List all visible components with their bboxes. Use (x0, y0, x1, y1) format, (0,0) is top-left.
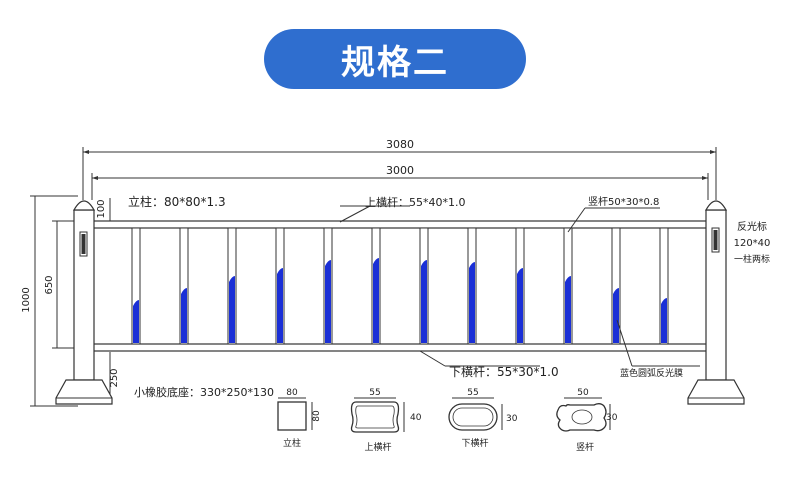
label-vertical-bar: 竖杆50*30*0.8 (588, 196, 659, 208)
reflective-film (373, 258, 379, 343)
vertical-bar (179, 227, 189, 345)
reflective-film (517, 268, 523, 343)
reflective-film (277, 268, 283, 343)
top-rail (89, 220, 711, 229)
page-title: 规格二 (341, 42, 449, 83)
section-vertical-bar: 50 30 竖杆 (556, 388, 618, 453)
dim-panel-length: 3000 (386, 164, 414, 177)
left-post (55, 200, 113, 405)
section-post: 80 80 立柱 (277, 388, 322, 449)
section-vertical-bar-width: 50 (577, 388, 589, 398)
label-reflector-3: 一柱两标 (734, 253, 770, 265)
section-top-rail-height: 40 (410, 413, 422, 423)
section-top-rail-name: 上横杆 (364, 441, 391, 453)
leader-lines (339, 205, 700, 367)
section-bottom-rail: 55 30 下横杆 (448, 388, 518, 449)
label-reflector-1: 反光标 (737, 220, 767, 233)
section-top-rail: 55 40 上横杆 (350, 388, 422, 453)
reflective-film (613, 288, 619, 343)
reflective-film (469, 262, 475, 343)
bottom-rail (89, 343, 711, 352)
vertical-bar (659, 227, 669, 345)
section-vertical-bar-name: 竖杆 (576, 441, 594, 453)
label-post: 立柱：80*80*1.3 (128, 194, 226, 209)
vertical-bar (611, 227, 621, 345)
reflective-film (661, 298, 667, 343)
section-post-width: 80 (286, 388, 298, 398)
label-bottom-rail: 下横杆：55*30*1.0 (449, 365, 559, 379)
section-post-height: 80 (312, 410, 322, 422)
dim-panel-height: 650 (44, 275, 55, 294)
reflective-film (181, 288, 187, 343)
section-bottom-rail-name: 下横杆 (461, 437, 488, 449)
section-bottom-rail-width: 55 (467, 388, 478, 398)
right-post (687, 200, 745, 405)
dim-top-gap: 100 (96, 199, 107, 218)
dim-total-height: 1000 (21, 287, 32, 312)
section-post-name: 立柱 (283, 437, 301, 449)
label-top-rail: 上横杆：55*40*1.0 (365, 195, 466, 209)
reflective-film (421, 260, 427, 343)
base-icon (687, 379, 745, 405)
label-base: 小橡胶底座：330*250*130 (134, 385, 274, 399)
dimension-lines (30, 147, 717, 407)
dim-base-height: 250 (109, 368, 120, 387)
label-reflector-2: 120*40 (734, 238, 771, 249)
reflective-film (229, 276, 235, 343)
title-banner: 规格二 (264, 29, 526, 89)
section-top-rail-width: 55 (369, 388, 380, 398)
reflective-film (565, 276, 571, 343)
post-cap-icon (72, 200, 96, 211)
label-reflective-film: 蓝色圆弧反光膜 (620, 367, 683, 379)
section-bottom-rail-height: 30 (506, 414, 518, 424)
dimension-ticks (83, 150, 716, 180)
reflective-film (133, 300, 139, 343)
section-vertical-bar-height: 30 (606, 413, 618, 423)
reflective-film (325, 260, 331, 343)
base-icon (55, 379, 113, 405)
vertical-bars (131, 227, 669, 345)
vertical-bar (131, 227, 141, 345)
dim-overall-length: 3080 (386, 138, 414, 151)
post-cap-icon (704, 200, 728, 211)
